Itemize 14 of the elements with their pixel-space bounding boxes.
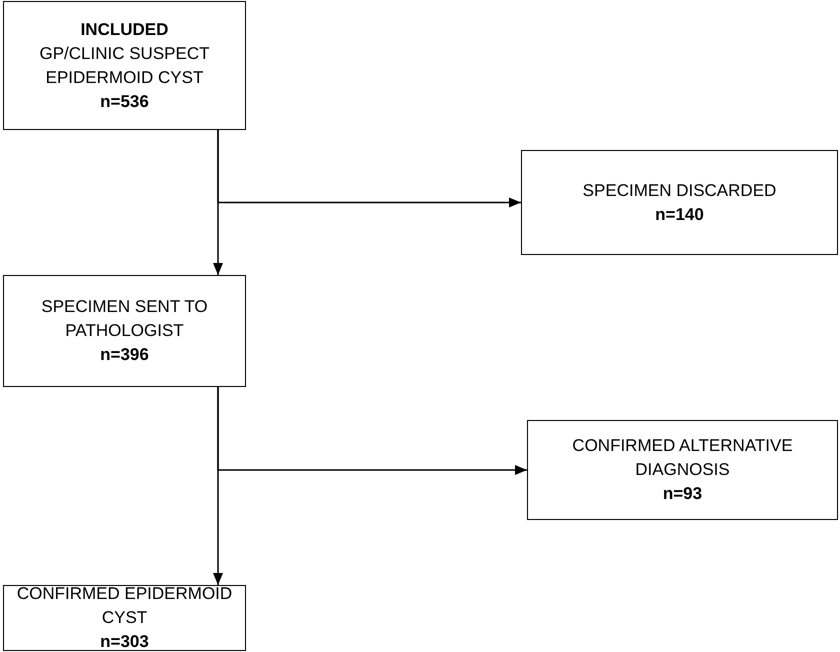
count-label: INCLUDED xyxy=(80,18,168,40)
process-box xyxy=(521,150,838,255)
count-label: n=396 xyxy=(100,344,149,366)
process-box xyxy=(3,1,246,130)
count-label: n=140 xyxy=(655,204,704,226)
arrow xyxy=(217,387,527,475)
process-box xyxy=(3,585,246,651)
box-label: SPECIMEN DISCARDED xyxy=(582,180,776,202)
process-box xyxy=(527,420,838,520)
count-label: n=93 xyxy=(662,483,702,505)
process-box xyxy=(3,275,246,387)
count-label: n=536 xyxy=(100,90,149,112)
count-label: n=303 xyxy=(100,631,149,652)
arrow xyxy=(217,130,521,208)
